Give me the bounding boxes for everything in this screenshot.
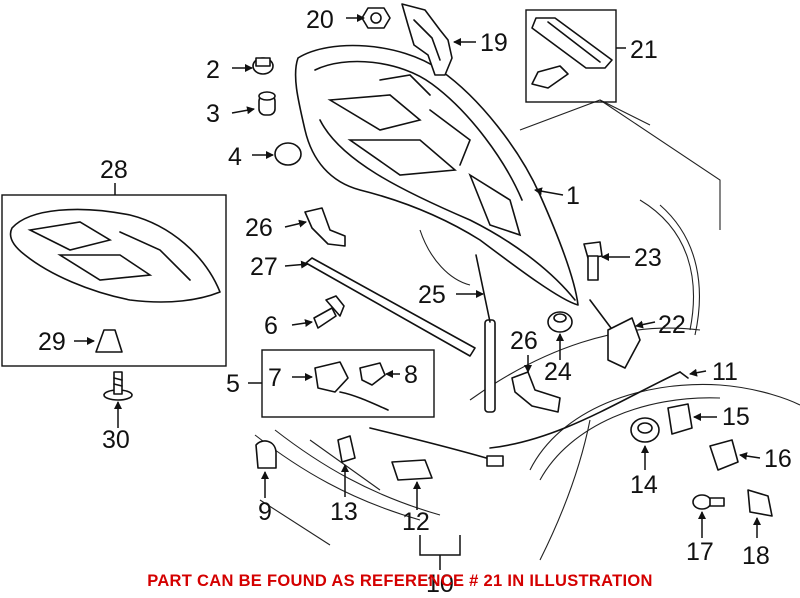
callout-30: 30: [102, 426, 130, 454]
callout-17: 17: [686, 538, 714, 566]
callout-2: 2: [206, 56, 220, 84]
grommet-24: [547, 311, 573, 333]
callout-23: 23: [634, 244, 662, 272]
callout-19: 19: [480, 29, 508, 57]
hood-hinge-19: [401, 3, 453, 76]
callout-27: 27: [250, 253, 278, 281]
bumper-stop-2: [252, 57, 274, 75]
bolt-23: [583, 241, 603, 281]
callout-28: 28: [100, 156, 128, 184]
callout-3: 3: [206, 100, 220, 128]
latch-7: [314, 361, 389, 411]
nut-20: [361, 7, 391, 29]
callout-10: 10: [426, 570, 454, 598]
release-cable-11: [489, 371, 689, 449]
callout-22: 22: [658, 311, 686, 339]
hood-seal-27: [305, 257, 476, 357]
callout-12: 12: [402, 508, 430, 536]
part-21-box: [525, 9, 617, 103]
part-28-box: [1, 194, 227, 367]
bracket-26-upper: [304, 207, 346, 247]
callout-15: 15: [722, 403, 750, 431]
bracket-26-lower: [511, 371, 561, 413]
hood-panel: [294, 44, 579, 306]
connector-8: [359, 362, 386, 386]
leader-lines: [74, 14, 761, 538]
callout-26-upper: 26: [245, 214, 273, 242]
handle-12: [391, 459, 433, 481]
reference-notice: PART CAN BE FOUND AS REFERENCE # 21 IN I…: [147, 572, 653, 590]
callout-8: 8: [404, 361, 418, 389]
bracket-9: [255, 440, 277, 469]
callout-6: 6: [264, 312, 278, 340]
bolt-6: [313, 295, 345, 329]
callout-7: 7: [268, 364, 282, 392]
vehicle-body-outline: [254, 99, 800, 561]
clip-29: [95, 329, 123, 353]
callout-14: 14: [630, 471, 658, 499]
callout-20: 20: [306, 6, 334, 34]
callout-9: 9: [258, 498, 272, 526]
clip-13: [337, 435, 356, 463]
bumper-stop-3: [258, 91, 276, 116]
clip-15: [667, 403, 693, 435]
callout-16: 16: [764, 445, 792, 473]
seal-strip-21: [531, 17, 613, 89]
leader-10-bracket: [419, 535, 461, 556]
plug-4: [274, 142, 302, 166]
callout-1: 1: [566, 182, 580, 210]
callout-4: 4: [228, 143, 242, 171]
cable-10: [369, 427, 504, 467]
bolt-17: [692, 494, 725, 510]
screw-30: [103, 371, 133, 401]
callout-18: 18: [742, 542, 770, 570]
callout-21: 21: [630, 36, 658, 64]
callout-29: 29: [38, 328, 66, 356]
grommet-14: [630, 417, 660, 443]
callout-26-lower: 26: [510, 327, 538, 355]
callout-13: 13: [330, 498, 358, 526]
bracket-16: [709, 439, 739, 471]
clip-18: [747, 489, 773, 517]
callout-5: 5: [226, 370, 240, 398]
hood-insulation-28: [9, 208, 221, 303]
callout-25: 25: [418, 281, 446, 309]
callout-11: 11: [712, 358, 738, 386]
prop-rod-22: [589, 299, 641, 369]
callout-24: 24: [544, 358, 572, 386]
gas-strut-25: [475, 254, 496, 413]
